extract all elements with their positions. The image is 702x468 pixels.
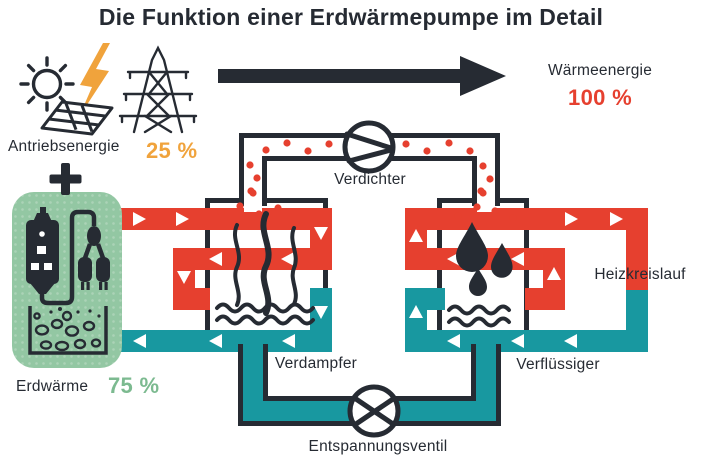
pipe-heating-hot-middle (405, 248, 565, 270)
flow-arrow-up-icon (409, 229, 423, 242)
flow-arrow-left-icon (511, 252, 524, 266)
sun-icon (19, 56, 75, 112)
flow-arrow-left-icon (281, 252, 294, 266)
flow-arrow-left-icon (209, 334, 222, 348)
pipe-heating-hot-downcomer (626, 208, 648, 292)
pipe-heating-hot-stub (525, 288, 565, 310)
flow-arrow-left-icon (511, 334, 524, 348)
evaporator-label: Verdampfer (274, 355, 358, 372)
plus-icon (49, 163, 82, 195)
ground-heat-value: 75 % (108, 373, 160, 398)
flow-arrow-down-icon (177, 271, 191, 284)
flow-arrow-right-icon (176, 212, 189, 226)
energy-output-value: 100 % (568, 85, 632, 110)
ground-source-box (12, 192, 122, 368)
energy-input-label: Antriebsenergie (8, 138, 120, 155)
expansion-valve-icon (347, 384, 401, 438)
page-title: Die Funktion einer Erdwärmepumpe im Deta… (98, 4, 604, 30)
compressor-label: Verdichter (334, 171, 406, 188)
flow-arrow-left-icon (209, 252, 222, 266)
energy-output-label: Wärmeenergie (547, 62, 653, 79)
ground-heat-label: Erdwärme (16, 378, 89, 395)
flow-arrow-left-icon (447, 334, 460, 348)
condenser-label: Verflüssiger (516, 356, 600, 373)
pipe-heating-cold-downcomer (626, 290, 648, 352)
compressor-icon (342, 120, 396, 174)
flow-arrow-right-icon (565, 212, 578, 226)
energy-flow-arrow-icon (218, 56, 506, 96)
flow-arrow-up-icon (547, 267, 561, 280)
pipe-heating-cold-return (405, 330, 648, 352)
expansion-valve-label: Entspannungsventil (308, 438, 448, 455)
solar-panel-icon (40, 100, 114, 136)
pipe-source-warm-stub (173, 288, 210, 310)
flow-arrow-up-icon (409, 305, 423, 318)
power-tower-icon (118, 45, 198, 134)
lightning-icon (79, 43, 110, 117)
flow-arrow-left-icon (447, 252, 460, 266)
pipe-source-cold-return (118, 330, 332, 352)
flow-arrow-left-icon (133, 334, 146, 348)
flow-arrow-down-icon (314, 227, 328, 240)
energy-input-value: 25 % (146, 138, 198, 163)
flow-arrow-right-icon (133, 212, 146, 226)
flow-arrow-right-icon (610, 212, 623, 226)
flow-arrow-left-icon (282, 334, 295, 348)
pipe-source-warm-middle (173, 248, 332, 270)
flow-arrow-down-icon (314, 306, 328, 319)
flow-arrow-left-icon (564, 334, 577, 348)
pipe-source-warm-top (118, 208, 332, 230)
heating-circuit-label: Heizkreislauf (594, 266, 686, 283)
